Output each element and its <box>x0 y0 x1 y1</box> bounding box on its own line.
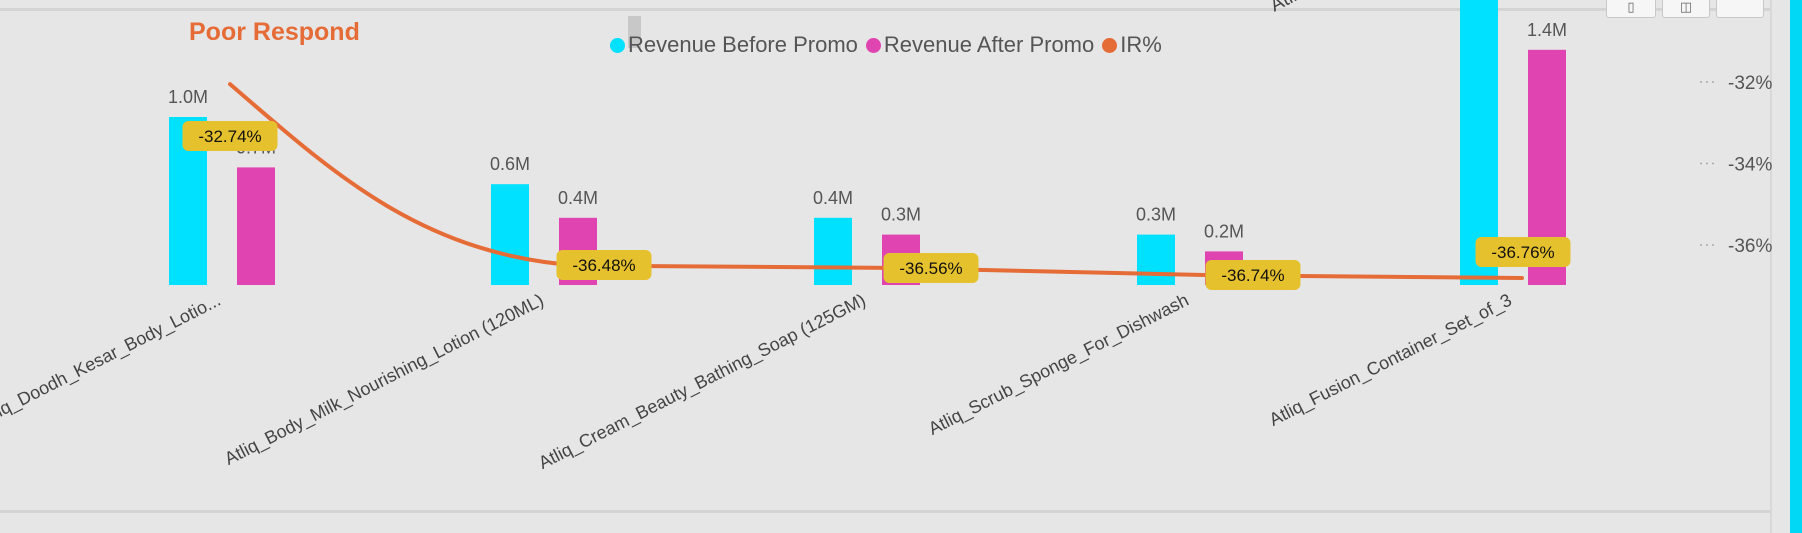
ir-data-label: -36.48% <box>572 256 635 275</box>
legend-dot-before <box>610 37 625 53</box>
accent-strip <box>1790 0 1802 533</box>
bar-revenue-before <box>491 184 529 285</box>
ir-data-label: -36.56% <box>899 259 962 278</box>
ir-data-label-badge <box>1205 260 1301 290</box>
legend-item-ir[interactable]: IR% <box>1102 32 1162 58</box>
y-right-tick-label: -36% <box>1728 236 1772 257</box>
bar-value-label-after: 0.4M <box>558 188 598 208</box>
right-divider <box>1770 0 1772 533</box>
bar-value-label-before: 0.3M <box>1136 205 1176 225</box>
bar-revenue-after <box>237 167 275 285</box>
legend-dot-after <box>865 37 881 53</box>
legend-dot-ir <box>1102 37 1118 53</box>
text-cursor-marker <box>628 16 641 48</box>
chart-title: Poor Respond <box>189 18 360 46</box>
pin-button[interactable]: ▯ <box>1606 0 1656 18</box>
ir-data-label-badge <box>1475 237 1571 267</box>
bar-value-label-after: 0.2M <box>1204 221 1244 241</box>
focus-mode-button[interactable]: ◫ <box>1662 0 1710 18</box>
ir-line <box>228 82 1524 280</box>
y-right-tick-label: -32% <box>1728 73 1772 94</box>
x-category-label: Atliq_Fusion_Container_Set_of_3 <box>1266 290 1515 431</box>
bar-revenue-before <box>1137 234 1175 285</box>
legend-label-ir: IR% <box>1120 32 1162 57</box>
ir-data-label: -36.74% <box>1221 266 1284 285</box>
bar-value-label-after: 1.4M <box>1527 20 1567 40</box>
bar-value-label-before: 0.4M <box>813 188 853 208</box>
pin-icon: ▯ <box>1627 0 1635 14</box>
x-category-label: Atliq_Body_Milk_Nourishing_Lotion (120ML… <box>221 290 547 470</box>
legend: Revenue Before Promo Revenue After Promo… <box>610 32 1170 58</box>
legend-item-after[interactable]: Revenue After Promo <box>865 32 1095 58</box>
bar-value-label-before: 1.0M <box>168 87 208 107</box>
ir-data-label-badge <box>556 250 652 280</box>
ir-data-label-badge <box>883 253 979 283</box>
more-options-button[interactable] <box>1716 0 1764 18</box>
x-category-label: Atliq_Cream_Beauty_Bathing_Soap (125GM) <box>535 290 869 474</box>
x-category-label: Atliq_Scrub_Sponge_For_Dishwash <box>925 290 1192 440</box>
bottom-divider <box>0 510 1770 513</box>
legend-label-after: Revenue After Promo <box>883 32 1095 57</box>
x-category-label: Atliq_Doodh_Kesar_Body_Lotio... <box>0 290 224 431</box>
ir-data-label: -32.74% <box>198 127 261 146</box>
legend-item-before[interactable]: Revenue Before Promo <box>610 32 858 58</box>
legend-label-before: Revenue Before Promo <box>628 32 858 57</box>
y-right-tick-label: -34% <box>1728 155 1772 176</box>
bar-value-label-after: 0.3M <box>881 205 921 225</box>
bar-value-label-before: 0.6M <box>490 154 530 174</box>
ir-data-label-badge <box>182 121 278 151</box>
focus-mode-icon: ◫ <box>1679 0 1693 14</box>
ir-data-label: -36.76% <box>1491 243 1554 262</box>
bar-revenue-before <box>814 217 852 285</box>
top-divider <box>0 8 1770 11</box>
